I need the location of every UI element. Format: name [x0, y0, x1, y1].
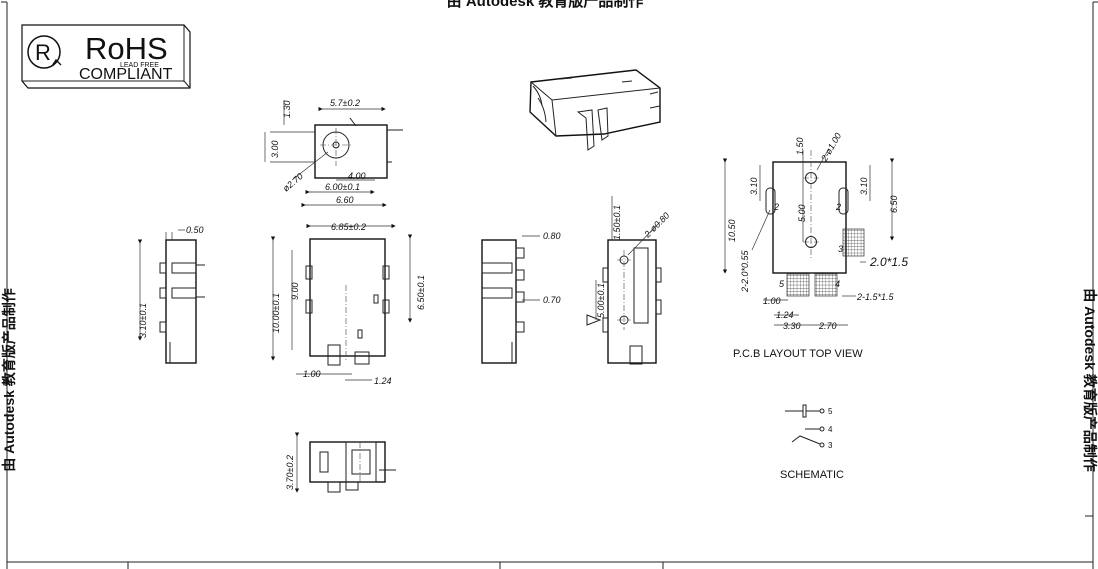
schematic: 5 4 3 SCHEMATIC: [780, 404, 844, 481]
dim-4-00: 4.00: [348, 171, 366, 181]
dim-0-50: 0.50: [186, 225, 204, 235]
right-side-view: 0.80 0.70: [481, 231, 561, 364]
pcb-dim-6-50: 6.50: [889, 195, 899, 213]
front-view: 6.85±0.2 10.00±0.1 9.00 6.50±0.1 1.00 1.…: [270, 222, 426, 386]
dim-6-85: 6.85±0.2: [331, 222, 366, 232]
dim-3-10: 3.10±0.1: [138, 303, 148, 338]
dim-0-70: 0.70: [543, 295, 561, 305]
svg-text:R: R: [35, 40, 51, 65]
pcb-dim-3-10-left: 3.10: [749, 177, 759, 195]
pcb-layout-title: P.C.B LAYOUT TOP VIEW: [733, 348, 863, 360]
pcb-pin-2-left: 2: [773, 202, 779, 212]
dim-dia-2-70: ø2.70: [281, 171, 305, 193]
dim-1-24: 1.24: [374, 376, 392, 386]
dim-3-00: 3.00: [270, 140, 280, 158]
dim-9-00: 9.00: [290, 282, 300, 300]
dim-0-80: 0.80: [543, 231, 561, 241]
watermark-right: 由 Autodesk 教育版产品制作: [1082, 288, 1098, 472]
dim-2-dia-0-80: 2-ø0.80: [642, 210, 672, 240]
watermark-top: 由 Autodesk 教育版产品制作: [447, 0, 644, 10]
dim-10-00: 10.00±0.1: [271, 293, 281, 333]
pcb-dim-2-70: 2.70: [818, 321, 837, 331]
top-view: 1.30 5.7±0.2 3.00 4.00 ø2.70 6.00±0.1 6.…: [264, 98, 403, 208]
pcb-dim-pads-1-5x1-5: 2-1.5*1.5: [856, 292, 895, 302]
schematic-title: SCHEMATIC: [780, 469, 844, 481]
dim-5-00: 5.00±0.1: [596, 283, 606, 318]
pcb-pin-2-right: 2: [835, 202, 841, 212]
pcb-dim-3-30: 3.30: [783, 321, 801, 331]
schematic-pin-3: 3: [828, 441, 833, 450]
dim-3-70: 3.70±0.2: [285, 455, 295, 490]
dim-6-50: 6.50±0.1: [416, 275, 426, 310]
watermark-left: 由 Autodesk 教育版产品制作: [1, 288, 17, 472]
isometric-view: [529, 69, 661, 151]
pcb-dim-1-24: 1.24: [776, 310, 794, 320]
dim-1-30: 1.30: [282, 100, 292, 118]
pcb-dim-2-dia-1-00: 2-ø1.00: [819, 131, 844, 164]
pcb-dim-1-00: 1.00: [763, 296, 781, 306]
dim-6-00: 6.00±0.1: [325, 182, 360, 192]
dim-1-00: 1.00: [303, 369, 321, 379]
left-side-view: 0.50 3.10±0.1: [137, 225, 205, 364]
rohs-compliant: COMPLIANT: [79, 66, 173, 83]
recycle-r-icon: R: [27, 35, 62, 69]
schematic-pin-5: 5: [828, 407, 833, 416]
rohs-title: RoHS: [85, 31, 168, 66]
pcb-dim-3-10-right: 3.10: [859, 177, 869, 195]
pcb-dim-5-00: 5.00: [797, 204, 807, 222]
pcb-dim-1-50: 1.50: [795, 137, 805, 155]
pcb-dim-10-50: 10.50: [727, 219, 737, 242]
dim-6-60: 6.60: [336, 195, 354, 205]
pcb-pin-5: 5: [779, 279, 785, 289]
pcb-dim-slot-2-0x1-5: 2.0*1.5: [869, 255, 908, 269]
schematic-pin-4: 4: [828, 425, 833, 434]
dim-1-50: 1.50±0.1: [612, 205, 622, 240]
pcb-layout-view: 3.10 3.10 1.50 2-ø1.00 10.50 5.00 6.50 2…: [722, 131, 908, 360]
rohs-badge: R RoHS LEAD FREE COMPLIANT: [21, 24, 191, 89]
pcb-pin-3: 3: [838, 244, 843, 254]
pcb-dim-slot-2-0x0-55: 2-2.0*0.55: [740, 249, 750, 293]
pcb-pin-4: 4: [835, 279, 840, 289]
back-view: 1.50±0.1 2-ø0.80 5.00±0.1: [586, 196, 672, 365]
dim-5-7: 5.7±0.2: [330, 98, 360, 108]
bottom-view: 3.70±0.2: [285, 432, 396, 493]
rohs-lead-free: LEAD FREE: [120, 62, 159, 69]
